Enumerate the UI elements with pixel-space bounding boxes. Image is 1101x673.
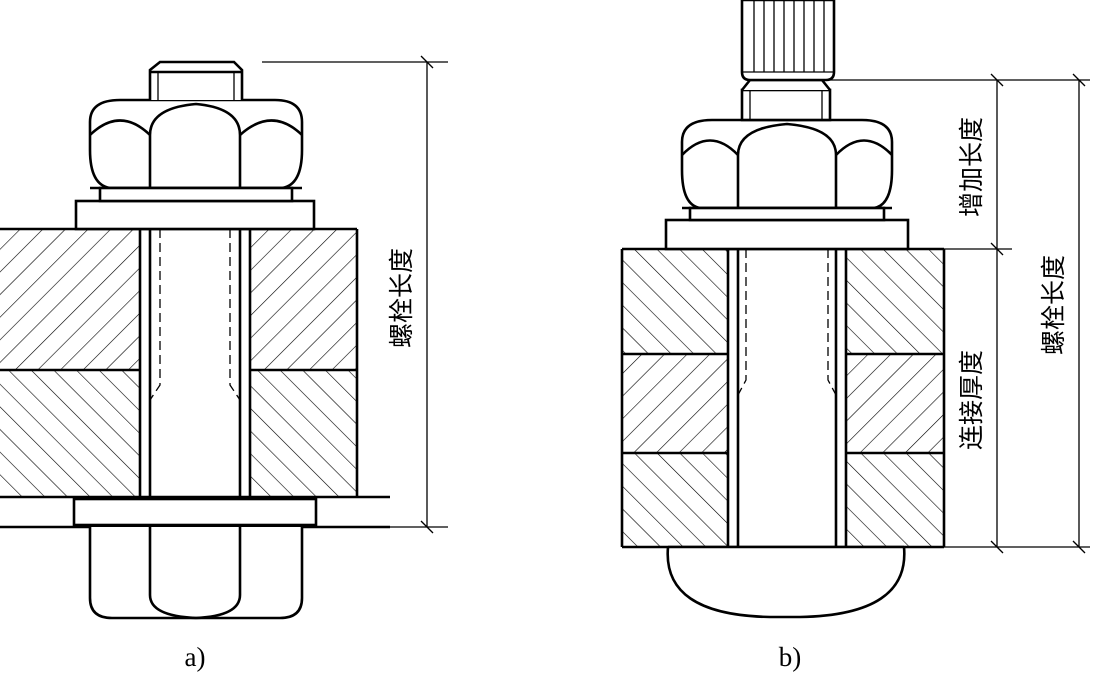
label-bolt-length-b: 螺栓长度: [1039, 255, 1068, 355]
bolt-head-a: [88, 527, 304, 620]
bolt-spline-tail-b: [740, 0, 836, 122]
bolt-tip-a: [148, 60, 244, 100]
plate-top-b: [622, 249, 944, 354]
label-bolt-length-a: 螺栓长度: [387, 248, 416, 348]
spline-ridges: [753, 0, 825, 72]
figure-b: 增加长度 连接厚度 螺栓长度 b): [620, 0, 1090, 672]
nut-top-a: [88, 98, 304, 203]
dimension-bolt-length-a: 螺栓长度: [262, 55, 448, 534]
label-connection-thickness: 连接厚度: [957, 350, 986, 450]
plate-top: [0, 227, 359, 497]
washer-top-b: [664, 218, 910, 251]
dimension-lines-b: [830, 73, 1090, 554]
plate-middle-b: [622, 354, 944, 453]
washer-bottom-a: [72, 497, 318, 527]
label-added-length: 增加长度: [957, 117, 986, 217]
figure-a: 螺栓长度 a): [0, 55, 448, 672]
nut-top-b: [680, 118, 894, 222]
caption-b: b): [779, 642, 802, 672]
bolt-shank-b: [736, 249, 838, 547]
bolt-round-head-b: [666, 545, 906, 619]
bolt-shank-a: [148, 229, 242, 497]
washer-top-a: [74, 199, 316, 231]
caption-a: a): [185, 642, 206, 672]
plate-bottom-b: [622, 453, 944, 547]
plate-middle: [0, 370, 357, 497]
